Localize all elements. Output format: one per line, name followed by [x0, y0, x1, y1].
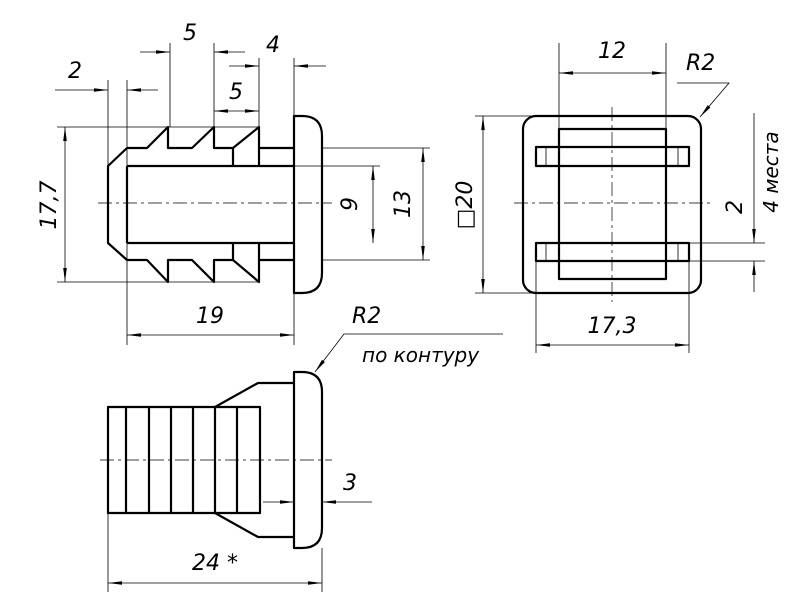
dim-radius: R2: [352, 304, 381, 329]
dim-inner-width: 12: [598, 39, 626, 64]
note-contour: по контуру: [362, 343, 480, 367]
dim-overall-height: 17,7: [37, 181, 62, 230]
dim-bore: 9: [338, 197, 363, 211]
side-view: 12 R2 □20 17,3 2 4 места: [453, 39, 783, 353]
dim-chamfer: 2: [68, 59, 82, 84]
front-view: 2 5 4 5 17,7 9 13 19: [37, 21, 430, 345]
inner-rect: [557, 127, 668, 281]
collar-outline: [292, 114, 324, 295]
dim-flange: 3: [343, 471, 357, 496]
dim-length: 19: [196, 304, 224, 329]
dim-tooth-pitch: 5: [183, 21, 197, 46]
dim-square: □20: [453, 181, 478, 230]
rib-top: [534, 145, 691, 168]
dim-body: 13: [391, 190, 416, 218]
dim-tooth-pitch-2: 5: [229, 80, 243, 105]
cone-outline: [214, 381, 294, 539]
note-places: 4 места: [759, 131, 783, 212]
dim-rib-thickness: 2: [723, 200, 748, 214]
dim-total-length: 24 *: [192, 551, 238, 576]
bottom-view: R2 по контуру 3 24 *: [100, 304, 503, 592]
dim-corner-radius: R2: [686, 51, 715, 76]
rib-bottom: [534, 241, 691, 263]
dim-collar-gap: 4: [266, 33, 280, 58]
collar-outline: [292, 370, 324, 550]
dim-rib-width: 17,3: [588, 314, 637, 339]
plug-body-outline: [106, 125, 294, 284]
extension-lines: [57, 43, 430, 345]
extension-lines: [475, 43, 765, 353]
